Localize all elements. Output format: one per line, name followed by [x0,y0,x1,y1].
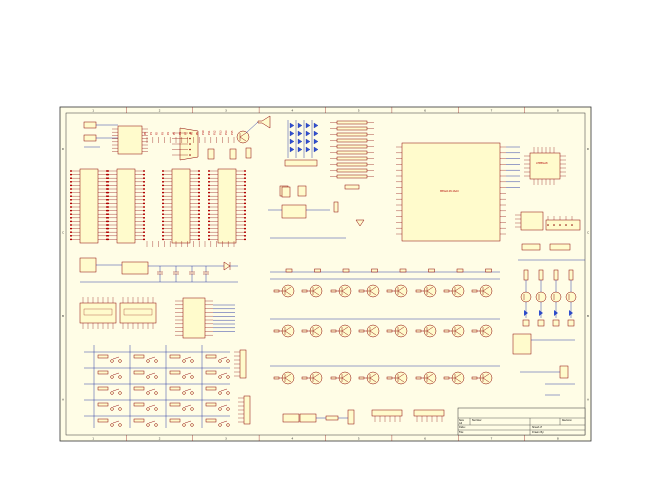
svg-text:P2: P2 [156,132,159,135]
dip-headers [70,168,246,244]
title-block-size-label: Size [459,419,464,422]
zone-letter-right: B [587,314,589,318]
secondary-ic-label: ATMEGA8 [536,162,548,165]
zone-number-bottom: 2 [159,437,161,441]
zone-number-top: 3 [225,109,227,113]
svg-text:P13: P13 [219,130,222,135]
svg-text:P14: P14 [225,130,228,135]
resistor-bank-top [330,120,374,190]
zone-letter-left: D [62,147,65,151]
mcu-label: MEGA128-16AU [440,190,459,193]
display-modules [79,297,157,329]
zone-number-top: 4 [291,109,293,113]
zone-number-bottom: 4 [291,437,293,441]
right-driver-columns [518,243,585,327]
svg-text:P10: P10 [202,130,205,135]
zone-number-bottom: 6 [424,437,426,441]
title-block-number-label: Number [472,419,482,422]
title-block-size-value: A4 [459,422,463,425]
title-block: Size A4 Number Revision Date: Sheet of F… [457,407,586,436]
svg-text:P0: P0 [144,132,147,135]
svg-text:P8: P8 [190,132,193,135]
zone-letter-right: D [587,147,590,151]
zone-number-top: 2 [159,109,161,113]
zone-markers: 1 1 2 2 3 3 4 4 5 5 6 6 7 7 8 8 A A B B C C D D [62,107,590,441]
title-block-revision-label: Revision [562,419,572,422]
svg-text:P9: P9 [196,132,199,135]
zone-number-top: 7 [490,109,492,113]
svg-text:P1: P1 [150,132,153,135]
svg-text:P3: P3 [161,132,164,135]
zone-number-top: 5 [358,109,360,113]
svg-text:P6: P6 [179,132,182,135]
zone-number-top: 8 [557,109,559,113]
svg-text:P7: P7 [185,132,188,135]
ic-max232 [112,125,148,155]
keypad-matrix [84,345,230,428]
svg-text:P12: P12 [214,130,217,135]
right-headers [515,211,581,231]
zone-number-top: 1 [92,109,94,113]
title-block-sheet-label: Sheet of [532,426,542,429]
zone-letter-left: A [62,397,65,401]
sheet-paper [59,106,592,442]
small-ic-right [512,333,575,396]
secondary-ic: ATMEGA8 [524,147,566,185]
zone-letter-right: C [587,230,589,234]
zone-number-bottom: 5 [358,437,360,441]
svg-text:P15: P15 [231,130,234,135]
bottom-connectors [282,409,445,425]
zone-number-bottom: 1 [92,437,94,441]
zone-number-top: 6 [424,109,426,113]
zone-letter-right: A [587,397,590,401]
zone-number-bottom: 3 [225,437,227,441]
power-input [79,257,238,283]
crystal-circuit [83,121,118,148]
zone-number-bottom: 7 [490,437,492,441]
svg-text:P4: P4 [167,132,170,135]
voltage-regulator [268,186,365,239]
vertical-headers [234,349,251,425]
svg-text:P11: P11 [208,130,211,135]
buzzer-transistor [207,115,271,160]
zone-number-bottom: 8 [557,437,559,441]
zone-letter-left: C [62,230,64,234]
transistor-driver-array [270,268,500,385]
title-block-drawn-label: Drawn By: [532,431,544,434]
db9-connector [172,127,199,161]
title-block-file-label: File: [459,431,464,434]
shift-register-ic [175,297,235,339]
title-block-date-label: Date: [459,426,466,429]
zone-letter-left: B [62,314,64,318]
svg-text:P5: P5 [173,132,176,135]
